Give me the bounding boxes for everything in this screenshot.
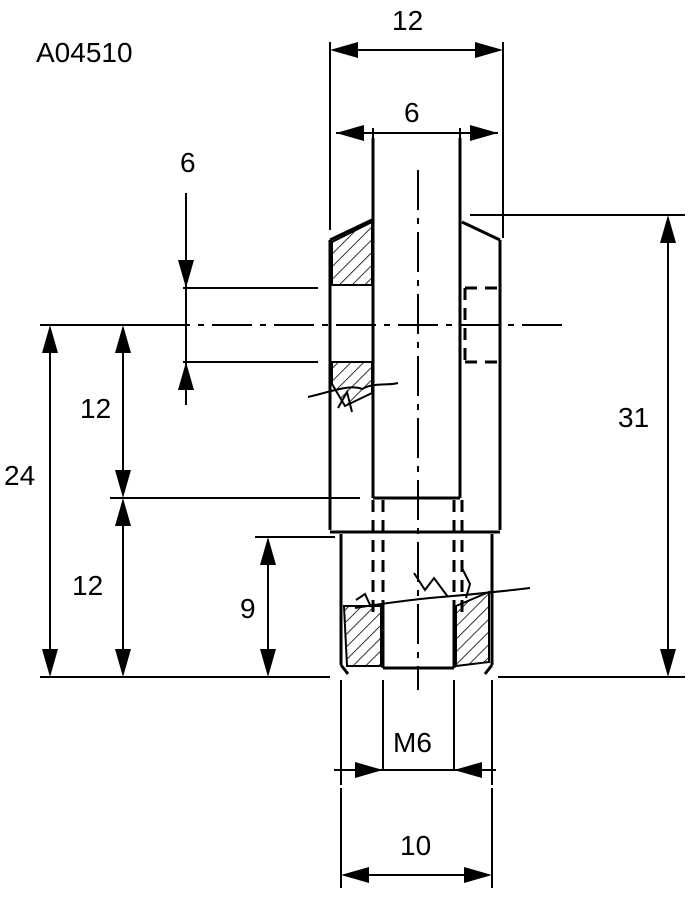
dimension-thread: M6 [334,727,496,778]
center-lines [150,170,565,690]
clevis-body-outline [328,138,502,675]
dimension-pin-hole: 6 [178,147,196,405]
center-to-slot-label: 12 [80,393,111,424]
overall-width-label: 12 [392,5,423,36]
dimension-shank: 10 [341,830,492,883]
dimension-slot-width: 6 [336,97,498,141]
section-hatching [331,220,490,668]
dimension-overall-height: 31 [618,215,676,677]
thread-depth-label: 9 [240,593,256,624]
dimension-overall-width: 12 [330,5,503,58]
overall-height-label: 31 [618,402,649,433]
total-24-label: 24 [4,460,35,491]
extension-lines [40,42,685,888]
part-code: A04510 [36,37,133,68]
pin-hole-label: 6 [180,147,196,178]
break-lines [307,382,531,609]
slot-width-label: 6 [404,97,420,128]
slot-to-bottom-label: 12 [72,570,103,601]
dimension-thread-depth: 9 [240,537,276,677]
thread-label: M6 [393,727,432,758]
dimension-total-24: 24 [4,325,58,677]
dimension-slot-to-bottom: 12 [72,498,131,677]
dimension-center-to-slot: 12 [80,325,131,498]
shank-label: 10 [400,830,431,861]
